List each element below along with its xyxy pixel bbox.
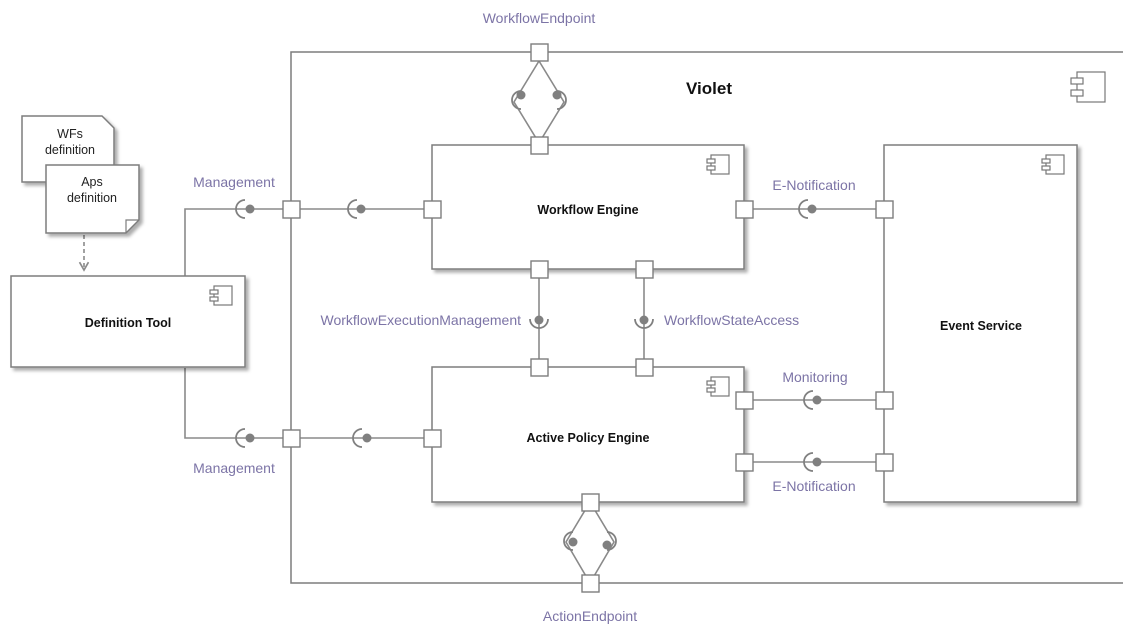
action-endpoint-connector-right bbox=[602, 531, 617, 551]
management-bottom-label: Management bbox=[193, 460, 275, 476]
monitoring-connector bbox=[803, 390, 822, 410]
management-bottom-connector-inner bbox=[352, 428, 372, 448]
definition-tool-component: Definition Tool bbox=[10, 275, 246, 368]
workflow-execution-management-label: WorkflowExecutionManagement bbox=[320, 312, 521, 328]
workflow-endpoint-connector-left bbox=[511, 90, 526, 110]
workflow-state-access-connector bbox=[634, 315, 654, 329]
workflow-endpoint-label: WorkflowEndpoint bbox=[483, 10, 596, 26]
port-active-policy-bottom bbox=[581, 493, 600, 512]
port-active-policy-left bbox=[423, 429, 442, 448]
event-service-component-icon bbox=[1041, 154, 1065, 175]
port-workflow-engine-bottom-right bbox=[635, 260, 654, 279]
management-top-connector-outer bbox=[235, 199, 255, 219]
port-active-policy-top-left bbox=[530, 358, 549, 377]
port-event-service-top bbox=[875, 200, 894, 219]
workflow-engine-title: Workflow Engine bbox=[537, 203, 638, 217]
assembly-connectors bbox=[235, 90, 822, 551]
port-workflow-engine-top bbox=[530, 136, 549, 155]
violet-component-icon bbox=[1070, 71, 1106, 103]
e-notification-top-label: E-Notification bbox=[772, 177, 855, 193]
active-policy-engine-component-icon bbox=[706, 376, 730, 397]
event-service-title: Event Service bbox=[940, 319, 1022, 333]
port-active-policy-monitoring bbox=[735, 391, 754, 410]
port-event-service-monitoring bbox=[875, 391, 894, 410]
port-action-endpoint-outer bbox=[581, 574, 600, 593]
port-workflow-engine-right bbox=[735, 200, 754, 219]
action-endpoint-connector-left bbox=[563, 531, 578, 551]
management-top-connector-inner bbox=[347, 199, 366, 219]
active-policy-engine-component: Active Policy Engine bbox=[431, 366, 745, 503]
aps-note-line1: Aps bbox=[81, 175, 103, 189]
port-workflow-engine-left bbox=[423, 200, 442, 219]
action-endpoint-label: ActionEndpoint bbox=[543, 608, 637, 624]
violet-title: Violet bbox=[686, 79, 732, 98]
port-violet-management-bottom bbox=[282, 429, 301, 448]
workflow-endpoint-connector-right bbox=[552, 90, 567, 110]
aps-definition-note: Aps definition bbox=[45, 164, 140, 234]
monitoring-label: Monitoring bbox=[782, 369, 847, 385]
aps-note-line2: definition bbox=[67, 191, 117, 205]
workflow-engine-component: Workflow Engine bbox=[431, 144, 745, 270]
port-event-service-e-notification bbox=[875, 453, 894, 472]
active-policy-engine-title: Active Policy Engine bbox=[527, 431, 650, 445]
wfs-note-line1: WFs bbox=[57, 127, 83, 141]
port-workflow-engine-bottom-left bbox=[530, 260, 549, 279]
management-bottom-connector-outer bbox=[235, 428, 255, 448]
port-violet-management-top bbox=[282, 200, 301, 219]
e-notification-bottom-connector bbox=[803, 452, 822, 472]
workflow-state-access-label: WorkflowStateAccess bbox=[664, 312, 799, 328]
violet-frame bbox=[290, 51, 1123, 584]
port-active-policy-e-notification bbox=[735, 453, 754, 472]
management-top-label: Management bbox=[193, 174, 275, 190]
port-active-policy-top-right bbox=[635, 358, 654, 377]
e-notification-top-connector bbox=[798, 199, 817, 219]
port-workflow-endpoint-outer bbox=[530, 43, 549, 62]
e-notification-bottom-label: E-Notification bbox=[772, 478, 855, 494]
definition-tool-title: Definition Tool bbox=[85, 316, 172, 330]
event-service-component: Event Service bbox=[883, 144, 1078, 503]
ports bbox=[282, 43, 894, 593]
definition-tool-component-icon bbox=[209, 285, 233, 306]
workflow-execution-management-connector bbox=[529, 315, 549, 329]
wfs-note-line2: definition bbox=[45, 143, 95, 157]
workflow-engine-component-icon bbox=[706, 154, 730, 175]
